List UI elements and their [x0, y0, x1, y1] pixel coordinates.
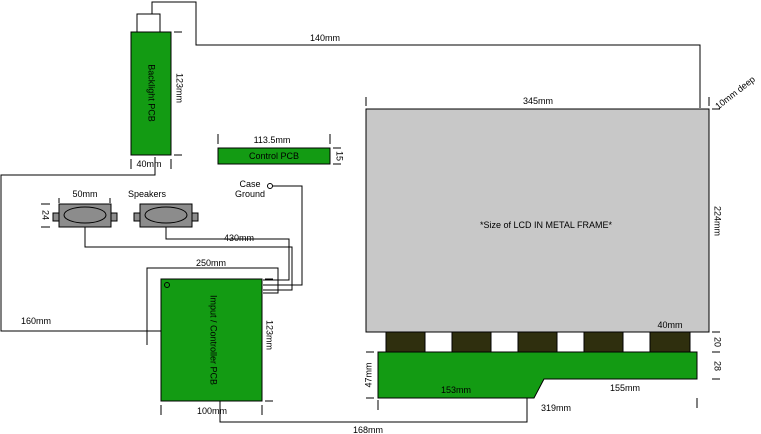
- speakers-label: Speakers: [128, 189, 167, 199]
- ground-terminal: [267, 183, 273, 189]
- input-pcb-mount-hole: [164, 282, 170, 288]
- case-ground-label-1: Case: [239, 179, 260, 189]
- case-ground-label-2: Ground: [235, 189, 265, 199]
- lcd-tab-3: [517, 331, 558, 353]
- speaker-left: [52, 203, 118, 228]
- wire-backlight-to-lcd: [151, 1, 701, 108]
- wire-ground: [263, 185, 303, 286]
- control-pcb-label: Control PCB: [249, 151, 299, 161]
- wire-speaker-left: [84, 227, 293, 291]
- wire-168-label: 168mm: [353, 425, 383, 434]
- wire-430-label: 430mm: [224, 233, 254, 243]
- input-width-label: 100mm: [197, 406, 227, 416]
- wire-input-to-lcd: [219, 398, 528, 423]
- input-controller-pcb: [160, 278, 263, 402]
- lcd-tab-1: [385, 331, 426, 353]
- board-155-label: 155mm: [610, 383, 640, 393]
- speaker-right: [133, 203, 199, 228]
- wire-250-label: 250mm: [196, 258, 226, 268]
- wire-speaker-right: [165, 227, 290, 281]
- input-height-label: 123mm: [265, 320, 275, 350]
- lcd-tab-5: [649, 331, 691, 353]
- lcd-width-label: 345mm: [523, 96, 553, 106]
- board-319-label: 319mm: [541, 403, 571, 413]
- lcd-depth-label: 10mm deep: [713, 74, 757, 111]
- lcd-label: *Size of LCD IN METAL FRAME*: [480, 220, 613, 230]
- lcd-tab-4: [583, 331, 624, 353]
- lcd-panel: [365, 108, 710, 333]
- wire-160-label: 160mm: [21, 316, 51, 326]
- control-pcb: [217, 147, 331, 165]
- lcd-height-label: 224mm: [713, 206, 723, 236]
- lcd-tab-2: [451, 331, 492, 353]
- speaker-width-label: 50mm: [72, 189, 97, 199]
- backlight-height-label: 123mm: [175, 73, 185, 103]
- wire-backlight-to-input: [0, 157, 163, 332]
- board-right-height-label: 28: [713, 361, 723, 371]
- backlight-pcb-label: Backlight PCB: [147, 64, 157, 122]
- board-left-height-label: 47mm: [363, 362, 373, 387]
- tab-width-label: 40mm: [657, 320, 682, 330]
- wire-control-250: [146, 267, 279, 345]
- control-width-label: 113.5mm: [254, 135, 291, 145]
- lcd-driver-board: [377, 351, 698, 399]
- backlight-pcb: [130, 31, 172, 156]
- input-pcb-label: Imput / Controller PCB: [209, 295, 219, 385]
- board-153-label: 153mm: [441, 385, 471, 395]
- backlight-connector: [136, 13, 161, 33]
- backlight-width-label: 40mm: [136, 159, 161, 169]
- tab-height-label: 20: [713, 337, 723, 347]
- control-height-label: 15: [335, 151, 345, 161]
- speaker-height-label: 24: [41, 210, 51, 220]
- wire-140-label: 140mm: [310, 33, 340, 43]
